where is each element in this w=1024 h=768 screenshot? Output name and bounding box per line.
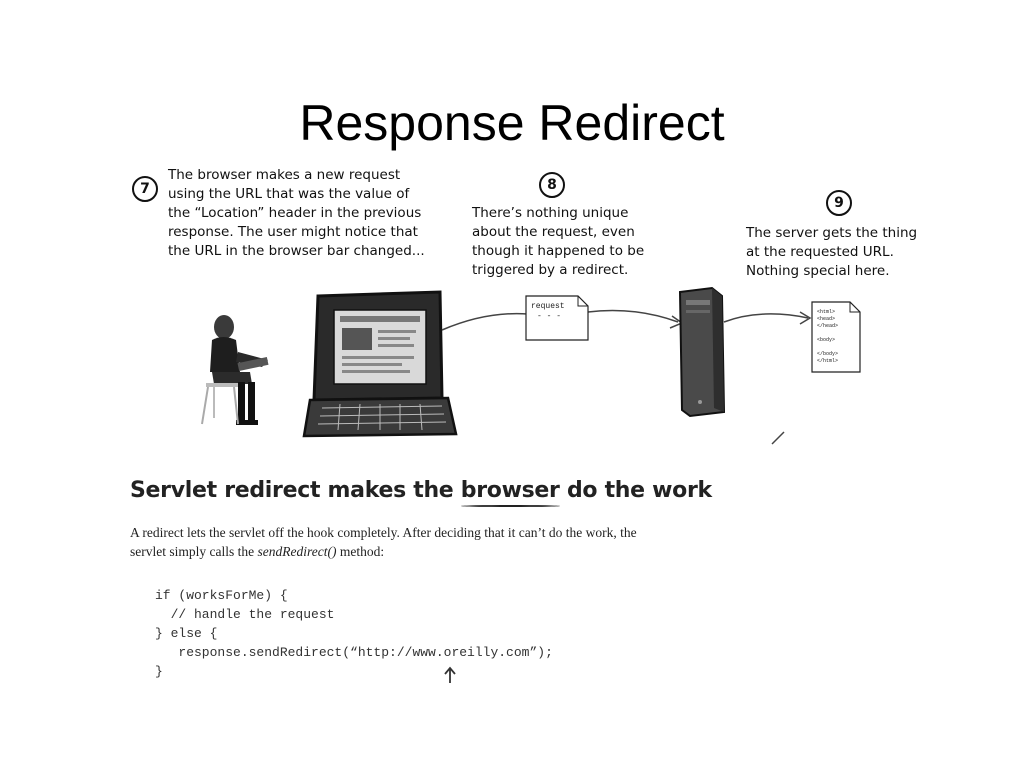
- body-paragraph: A redirect lets the servlet off the hook…: [130, 523, 650, 561]
- redirect-illustration: request - - - <html> <head> </head> <bod…: [201, 286, 861, 445]
- section-heading: Servlet redirect makes the browser do th…: [130, 478, 712, 503]
- doc-line: </head>: [817, 323, 838, 329]
- doc-line: </html>: [817, 358, 838, 364]
- step-number-badge: 9: [826, 190, 852, 216]
- step-number-badge: 7: [132, 176, 158, 202]
- slide-title: Response Redirect: [299, 94, 725, 151]
- pointer-arrow-icon: [444, 666, 456, 683]
- request-dots: - - -: [537, 312, 561, 321]
- code-line: if (worksForMe) {: [155, 588, 288, 603]
- html-document-icon: <html> <head> </head> <body> </body> </h…: [811, 301, 861, 373]
- step-text: The server gets the thing at the request…: [746, 225, 918, 279]
- body-text: method:: [336, 544, 385, 559]
- code-line: } else {: [155, 626, 218, 641]
- person-with-laptop-icon: [201, 315, 269, 425]
- heading-underlined-word: browser: [460, 478, 560, 503]
- request-label: request: [531, 302, 565, 311]
- heading-text: Servlet redirect makes the: [130, 478, 461, 503]
- code-line: }: [155, 664, 163, 679]
- step-8: 8 There’s nothing unique about the reque…: [472, 172, 644, 280]
- code-line: // handle the request: [155, 607, 335, 622]
- step-9: 9 The server gets the thing at the reque…: [746, 190, 917, 281]
- doc-line: <body>: [817, 337, 835, 343]
- code-line: response.sendRedirect(“http://www.oreill…: [155, 645, 553, 660]
- server-tower-icon: [678, 286, 726, 418]
- code-block: if (worksForMe) { // handle the request}…: [155, 586, 553, 681]
- heading-text: do the work: [559, 478, 712, 503]
- method-name: sendRedirect(): [257, 544, 337, 559]
- step-text: There’s nothing unique about the request…: [472, 205, 645, 278]
- laptop-icon: [302, 290, 458, 438]
- doc-line: <html>: [817, 309, 835, 315]
- request-paper-icon: request - - -: [525, 295, 589, 341]
- step-7: 7 The browser makes a new request using …: [132, 166, 425, 261]
- doc-line: </body>: [817, 351, 838, 357]
- body-text: A redirect lets the servlet off the hook…: [130, 525, 637, 559]
- doc-line: <head>: [817, 316, 835, 322]
- step-text: The browser makes a new request using th…: [168, 167, 425, 259]
- step-number-badge: 8: [539, 172, 565, 198]
